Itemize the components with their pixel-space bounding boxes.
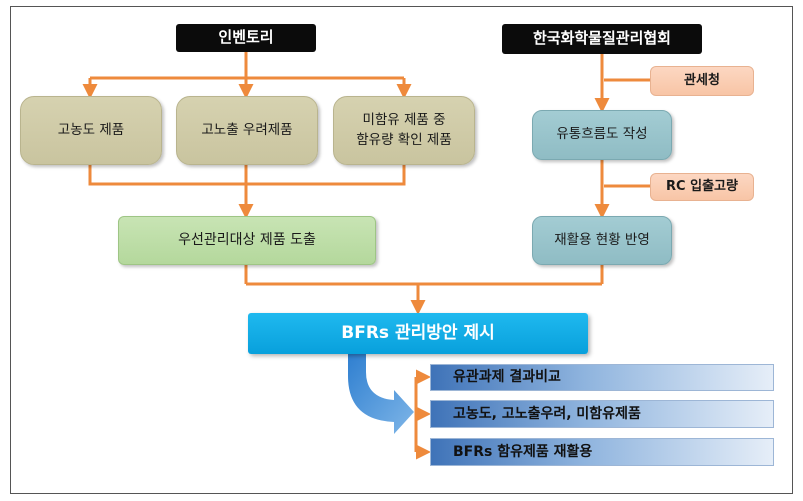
recycling-status-box: 재활용 현황 반영 (532, 216, 672, 265)
priority-products-box: 우선관리대상 제품 도출 (118, 216, 376, 265)
result-related-tasks: 유관과제 결과비교 (430, 364, 774, 391)
customs-box: 관세청 (650, 66, 754, 96)
result-bfrs-recycling: BFRs 함유제품 재활용 (430, 438, 774, 466)
association-title: 한국화학물질관리협회 (502, 24, 702, 54)
big-curved-arrow (348, 354, 414, 434)
result-product-categories: 고농도, 고노출우려, 미함유제품 (430, 400, 774, 428)
product-high-concentration: 고농도 제품 (20, 96, 162, 165)
distribution-flow-box: 유통흐름도 작성 (532, 110, 672, 160)
bfrs-management-box: BFRs 관리방안 제시 (248, 313, 588, 354)
diagram-frame (10, 6, 793, 494)
product-content-check: 미함유 제품 중 함유량 확인 제품 (333, 96, 475, 165)
rc-inout-box: RC 입출고량 (650, 173, 754, 201)
inventory-title: 인벤토리 (176, 24, 316, 52)
product-high-exposure: 고노출 우려제품 (176, 96, 318, 165)
